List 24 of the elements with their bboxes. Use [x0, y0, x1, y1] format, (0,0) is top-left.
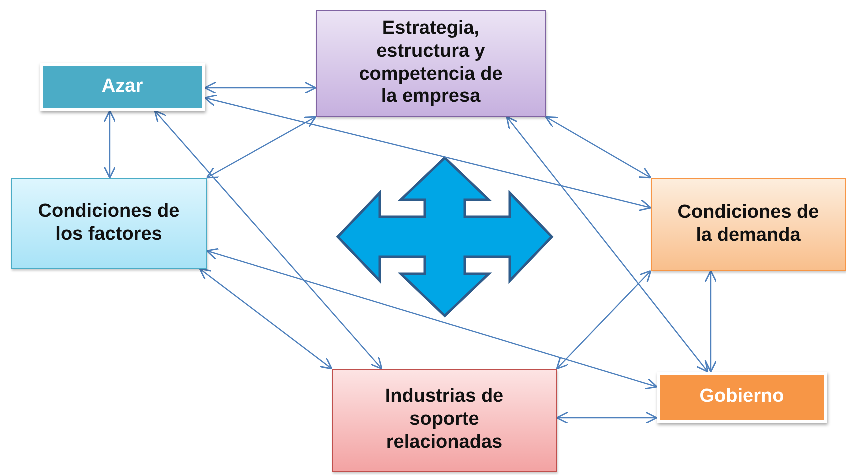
process-box	[332, 369, 557, 472]
box-label: Industrias de soporte relacionadas	[384, 386, 505, 455]
double-arrow	[206, 116, 317, 179]
process-box	[651, 178, 846, 271]
double-arrow	[556, 412, 658, 424]
process-box	[657, 372, 827, 423]
double-arrow	[556, 270, 652, 370]
double-arrow	[154, 110, 383, 370]
double-arrow	[704, 270, 718, 373]
double-arrow	[199, 268, 333, 370]
double-arrow	[545, 116, 652, 179]
box-label: Estrategia, estructura y competencia de la empresa	[358, 18, 504, 110]
box-label: Gobierno	[700, 386, 784, 409]
box-label: Condiciones de los factores	[38, 200, 180, 246]
double-arrow	[206, 248, 658, 390]
double-arrow	[506, 116, 709, 373]
process-box	[11, 178, 207, 269]
box-label: Condiciones de la demanda	[676, 202, 820, 248]
process-box	[40, 63, 205, 111]
process-box	[316, 10, 546, 117]
double-arrow	[204, 94, 652, 212]
double-arrow	[104, 110, 116, 179]
box-label: Azar	[102, 76, 144, 98]
double-arrow	[204, 82, 317, 94]
